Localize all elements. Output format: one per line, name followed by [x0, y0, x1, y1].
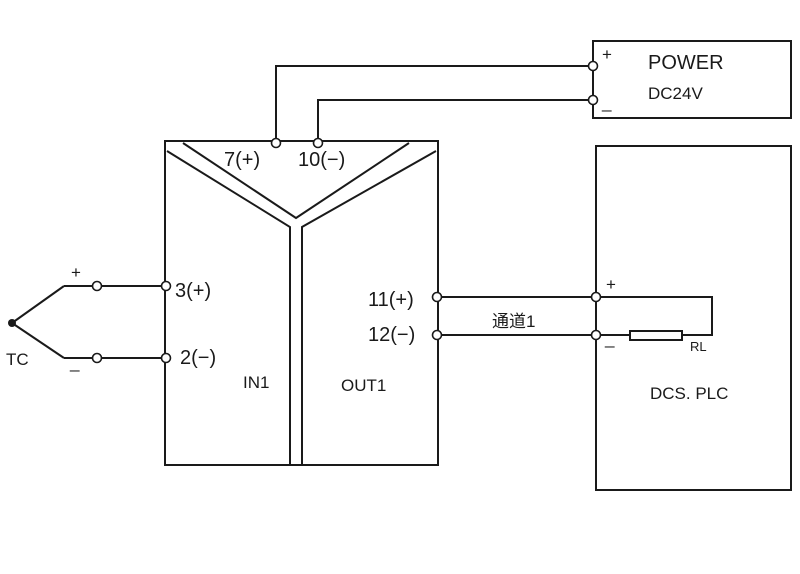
dcs-plus-terminal: [590, 291, 602, 303]
dcs-minus-sign: _: [604, 329, 615, 348]
tc-minus-sign: _: [69, 353, 80, 372]
dcs-minus-terminal: [590, 329, 602, 341]
dcs-plus-sign: +: [606, 275, 616, 294]
thermocouple-label: TC: [6, 350, 29, 369]
power-minus-sign: _: [601, 93, 612, 112]
power-negative-wire: [317, 99, 593, 141]
terminal-11-label: 11(+): [368, 289, 414, 311]
output-label: OUT1: [341, 376, 386, 395]
dcs-plc-box: [595, 145, 792, 491]
power-minus-terminal: [587, 94, 599, 106]
module-y-separator: [166, 142, 437, 465]
power-plus-sign: +: [602, 45, 612, 64]
dcs-plc-label: DCS. PLC: [650, 384, 728, 403]
terminal-7-label: 7(+): [224, 149, 260, 171]
load-resistor: [629, 330, 683, 341]
thermocouple-symbol: [8, 285, 161, 359]
terminal-2-label: 2(−): [180, 347, 216, 369]
terminal-7-connector: [270, 137, 282, 149]
tc-plus-sign: +: [71, 263, 81, 282]
power-plus-terminal: [587, 60, 599, 72]
power-positive-wire: [275, 65, 593, 141]
power-title: POWER: [648, 52, 724, 74]
terminal-12-label: 12(−): [368, 324, 415, 346]
tc-positive-connector: [91, 280, 103, 292]
terminal-10-label: 10(−): [298, 149, 345, 171]
thermocouple-junction: [8, 319, 16, 327]
terminal-11-connector: [431, 291, 443, 303]
tc-negative-connector: [91, 352, 103, 364]
terminal-10-connector: [312, 137, 324, 149]
terminal-3-connector: [160, 280, 172, 292]
power-supply-box: [592, 40, 792, 119]
power-voltage: DC24V: [648, 84, 703, 103]
terminal-12-connector: [431, 329, 443, 341]
channel-label: 通道1: [492, 312, 535, 331]
load-loop-wire: [600, 296, 713, 336]
terminal-2-connector: [160, 352, 172, 364]
terminal-3-label: 3(+): [175, 280, 211, 302]
resistor-label: RL: [690, 339, 707, 354]
input-label: IN1: [243, 373, 269, 392]
